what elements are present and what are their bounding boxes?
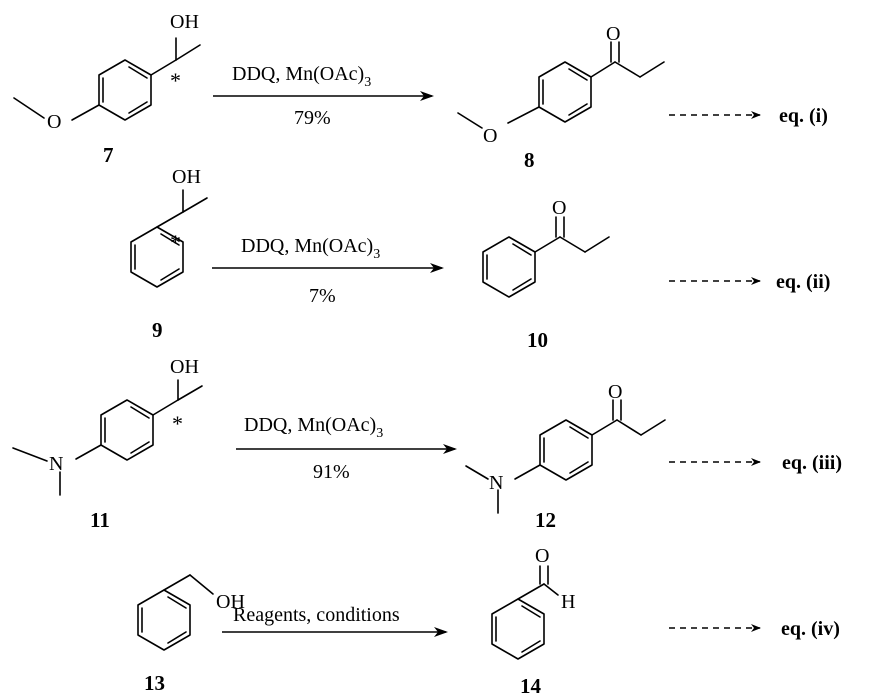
carbonyl-oxygen-label: O [606, 23, 620, 45]
reagent-label-1: DDQ, Mn(OAc)3 [232, 63, 371, 90]
carbonyl-oxygen-label: O [535, 545, 549, 567]
stereocenter-marker: * [172, 411, 183, 436]
hydroxyl-label: OH [172, 166, 201, 188]
molecule-8: O O [457, 23, 665, 147]
yield-label-2: 7% [309, 285, 336, 307]
hydroxyl-label: OH [170, 356, 199, 378]
reaction-3: OH * N DDQ, Mn(OAc)3 91% O N eq. (iii) 1… [12, 356, 842, 532]
molecule-14: O H [491, 545, 575, 660]
hydroxyl-label: OH [170, 11, 199, 33]
equation-label-2: eq. (ii) [776, 271, 830, 293]
nitrogen-label: N [49, 453, 63, 475]
aldehyde-hydrogen-label: H [561, 591, 575, 613]
compound-number-11: 11 [90, 508, 110, 532]
compound-number-13: 13 [144, 671, 165, 695]
oxygen-label: O [483, 125, 497, 147]
compound-number-12: 12 [535, 508, 556, 532]
reaction-1: OH * O DDQ, Mn(OAc)3 79% O O eq. (i) 7 8 [13, 11, 828, 172]
reagent-label-2: DDQ, Mn(OAc)3 [241, 235, 380, 262]
hydroxyl-label: OH [216, 591, 245, 613]
molecule-10: O [482, 197, 610, 298]
yield-label-3: 91% [313, 461, 350, 483]
equation-label-4: eq. (iv) [781, 618, 840, 640]
equation-label-1: eq. (i) [779, 105, 828, 127]
carbonyl-oxygen-label: O [552, 197, 566, 219]
reagent-label-3: DDQ, Mn(OAc)3 [244, 414, 383, 441]
compound-number-7: 7 [103, 143, 114, 167]
equation-label-3: eq. (iii) [782, 452, 842, 474]
reaction-2: OH * DDQ, Mn(OAc)3 7% O eq. (ii) 9 10 [130, 166, 830, 352]
stereocenter-marker: * [170, 230, 181, 255]
reagent-label-4: Reagents, conditions [233, 604, 400, 626]
compound-number-14: 14 [520, 674, 542, 695]
oxygen-label: O [47, 111, 61, 133]
carbonyl-oxygen-label: O [608, 381, 622, 403]
stereocenter-marker: * [170, 68, 181, 93]
reaction-4: OH Reagents, conditions O H eq. (iv) 13 … [137, 545, 840, 695]
yield-label-1: 79% [294, 107, 331, 129]
molecule-11: OH * N [12, 356, 203, 496]
molecule-13: OH [137, 574, 245, 651]
molecule-9: OH * [130, 166, 208, 288]
compound-number-10: 10 [527, 328, 548, 352]
molecule-7: OH * O [13, 11, 201, 133]
molecule-12: O N [465, 381, 666, 514]
compound-number-8: 8 [524, 148, 535, 172]
compound-number-9: 9 [152, 318, 163, 342]
nitrogen-label: N [489, 472, 503, 494]
